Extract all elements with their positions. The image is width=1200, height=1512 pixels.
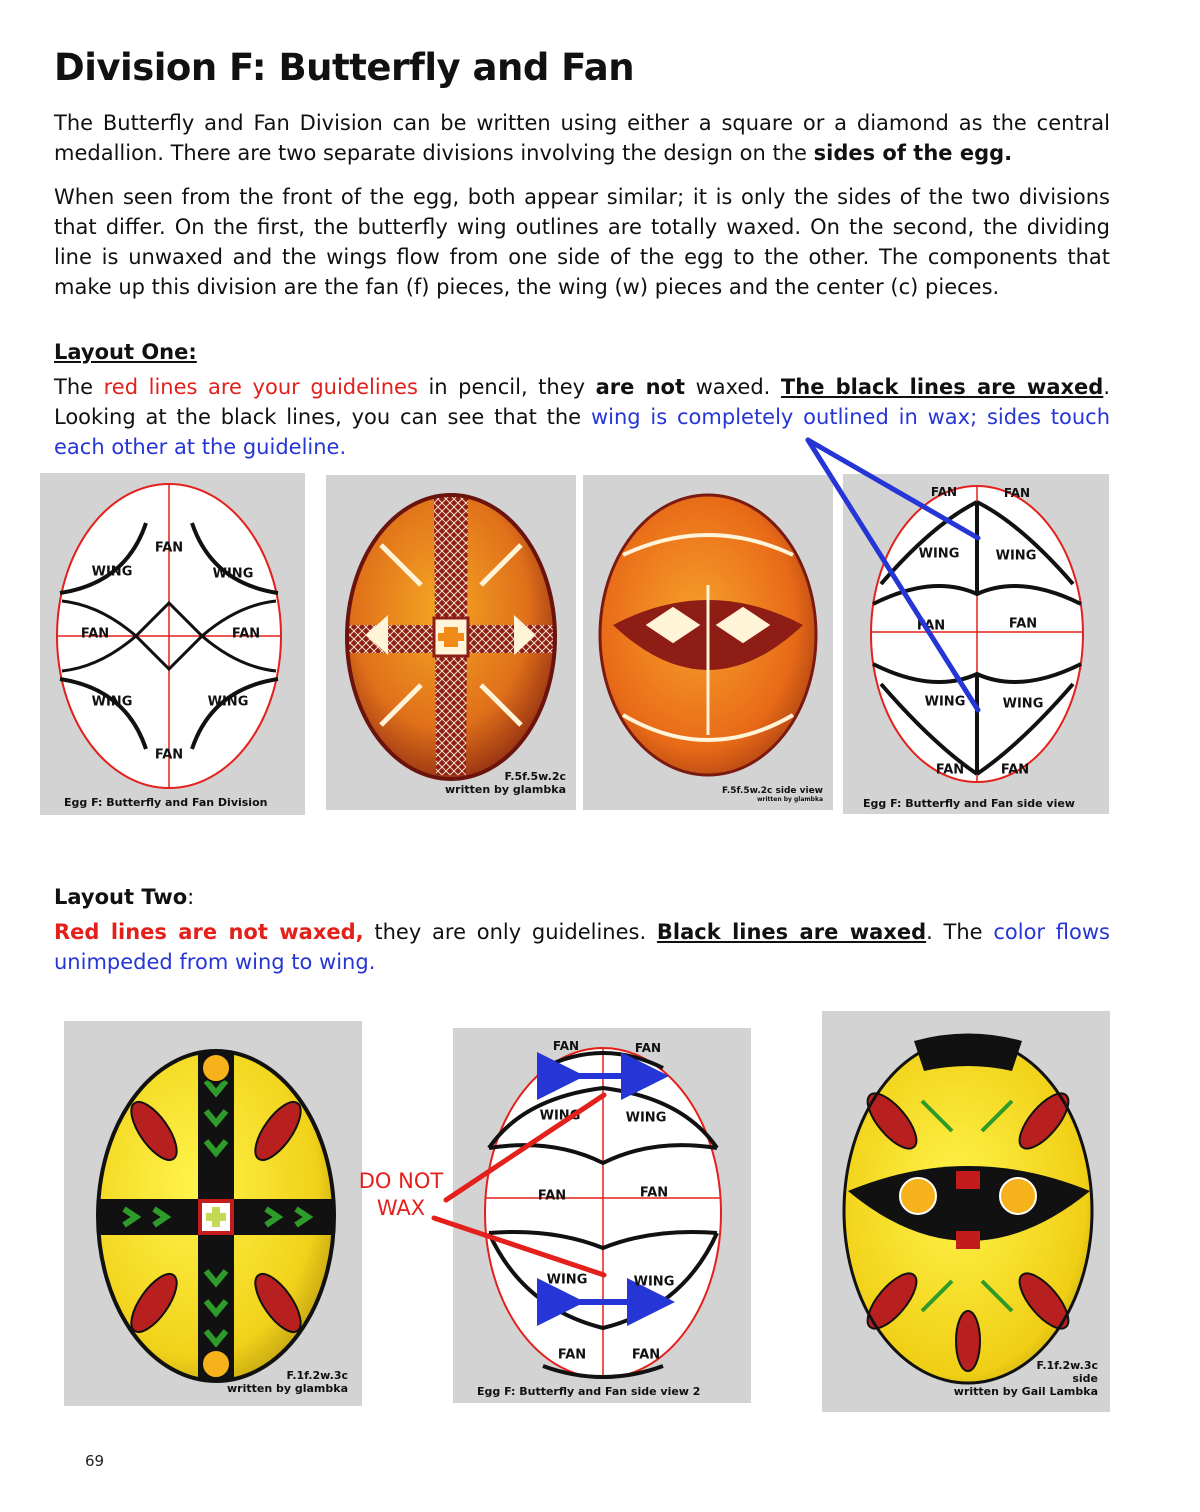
photo3-caption: F.1f.2w.3c written by glambka [227,1369,348,1395]
do-not-wax-line1: DO NOT [358,1169,444,1193]
layout-one-heading-text: Layout One: [54,340,197,364]
lo-bold-underlined-text: The black lines are waxed [780,375,1104,399]
layout-two-heading: Layout Two: [54,885,194,909]
diagram2-fan-label: FAN [1008,616,1038,632]
side-view-drawing [870,485,1084,783]
lt-blue-text: color flows unimpeded from wing to wing. [54,920,1110,974]
lo-bold-text: are not [595,375,686,399]
lo-text-7: . Looking at the black lines, you can se… [54,375,1110,429]
intro-paragraph-2: When seen from the front of the egg, bot… [54,185,1110,299]
photo2-code: F.5f.5w.2c side view [722,786,823,796]
diagram3-fan-label: FAN [552,1039,580,1053]
layout-two-colon: : [187,885,195,909]
diagram3-fan-label: FAN [634,1041,662,1055]
diagram2-wing-label: WING [1002,696,1044,712]
photo1-code: F.5f.5w.2c [504,770,566,783]
photo4-side: side [1072,1372,1098,1385]
photo3-code: F.1f.2w.3c [286,1369,348,1382]
diagram1-wing-label: WING [91,694,133,710]
diagram2-fan-label: FAN [1003,486,1031,500]
intro-bold-text: sides of the egg. [813,141,1013,165]
egg-front-red-image [345,493,557,781]
diagram-side-view-2: FAN FAN WING WING FAN FAN WING WING FAN … [453,1028,751,1403]
photo1-caption: F.5f.5w.2c written by glambka [445,770,566,796]
layout-two-heading-text: Layout Two [54,885,188,909]
egg-front-yellow-image [96,1049,336,1383]
diagram1-wing-label: WING [212,566,254,582]
lo-text-1: The [54,375,104,399]
lo-text-3: in pencil, they [417,375,596,399]
diagram2-fan-label: FAN [916,618,946,634]
lt-text-4: . The [926,920,994,944]
layout-two-paragraph: Red lines are not waxed, they are only g… [54,917,1110,977]
photo2-caption: F.5f.5w.2c side view written by glambka [722,786,823,804]
layout-one-heading: Layout One: [54,340,197,364]
photo-egg-side-yellow: F.1f.2w.3c side written by Gail Lambka [822,1011,1110,1412]
intro-text: The Butterfly and Fan Division can be wr… [54,111,1110,165]
page-number: 69 [85,1452,105,1470]
side-view-2-drawing [484,1047,722,1379]
egg-side-yellow-image [842,1033,1094,1385]
diagram-side-view: FAN FAN WING WING FAN FAN WING WING FAN … [843,474,1109,814]
diagram3-fan-label: FAN [557,1347,587,1363]
egg-side-red-image [598,493,818,777]
photo2-author: written by glambka [756,796,823,803]
diagram2-fan-label: FAN [1000,762,1030,778]
do-not-wax-line2: WAX [376,1196,426,1220]
photo1-author: written by glambka [444,783,566,796]
diagram3-caption: Egg F: Butterfly and Fan side view 2 [477,1385,701,1398]
diagram3-wing-label: WING [546,1272,588,1288]
photo3-author: written by glambka [226,1382,348,1395]
photo-egg-side-red: F.5f.5w.2c side view written by glambka [583,475,833,810]
diagram3-fan-label: FAN [537,1188,567,1204]
page-title: Division F: Butterfly and Fan [54,46,635,89]
diagram3-wing-label: WING [539,1108,581,1124]
diagram1-fan-left-label: FAN [80,626,110,642]
photo-egg-front-red: F.5f.5w.2c written by glambka [326,475,576,810]
do-not-wax-label: DO NOT WAX [356,1168,446,1222]
lo-text-5: waxed. [685,375,781,399]
layout-one-paragraph: The red lines are your guidelines in pen… [54,372,1110,462]
photo-egg-front-yellow: F.1f.2w.3c written by glambka [64,1021,362,1406]
diagram2-wing-label: WING [918,546,960,562]
lt-text-2: they are only guidelines. [363,920,657,944]
diagram2-wing-label: WING [924,694,966,710]
lt-red-bold-text: Red lines are not waxed, [54,920,364,944]
diagram1-wing-label: WING [91,564,133,580]
diagram2-fan-label: FAN [935,762,965,778]
lo-red-text: red lines are your guidelines [103,375,418,399]
diagram1-fan-right-label: FAN [231,626,261,642]
diagram-front-division: FAN WING WING FAN FAN WING WING FAN Egg … [40,473,305,815]
diagram2-caption: Egg F: Butterfly and Fan side view [863,797,1075,810]
diagram1-fan-bottom-label: FAN [154,747,184,763]
diagram1-fan-top-label: FAN [154,540,184,556]
lo-blue-text: wing is completely outlined in wax; side… [54,405,1111,459]
intro-paragraph-1: The Butterfly and Fan Division can be wr… [54,108,1110,168]
diagram3-fan-label: FAN [639,1185,669,1201]
front-division-drawing [56,483,282,789]
photo4-code: F.1f.2w.3c [1036,1359,1098,1372]
diagram1-wing-label: WING [207,694,249,710]
diagram3-wing-label: WING [625,1110,667,1126]
diagram2-wing-label: WING [995,548,1037,564]
photo4-caption: F.1f.2w.3c side written by Gail Lambka [954,1359,1098,1398]
diagram1-caption: Egg F: Butterfly and Fan Division [64,796,268,809]
diagram3-wing-label: WING [633,1274,675,1290]
diagram3-fan-label: FAN [631,1347,661,1363]
photo4-author: written by Gail Lambka [953,1385,1098,1398]
lt-bold-underlined-text: Black lines are waxed [656,920,927,944]
diagram2-fan-label: FAN [930,485,958,499]
